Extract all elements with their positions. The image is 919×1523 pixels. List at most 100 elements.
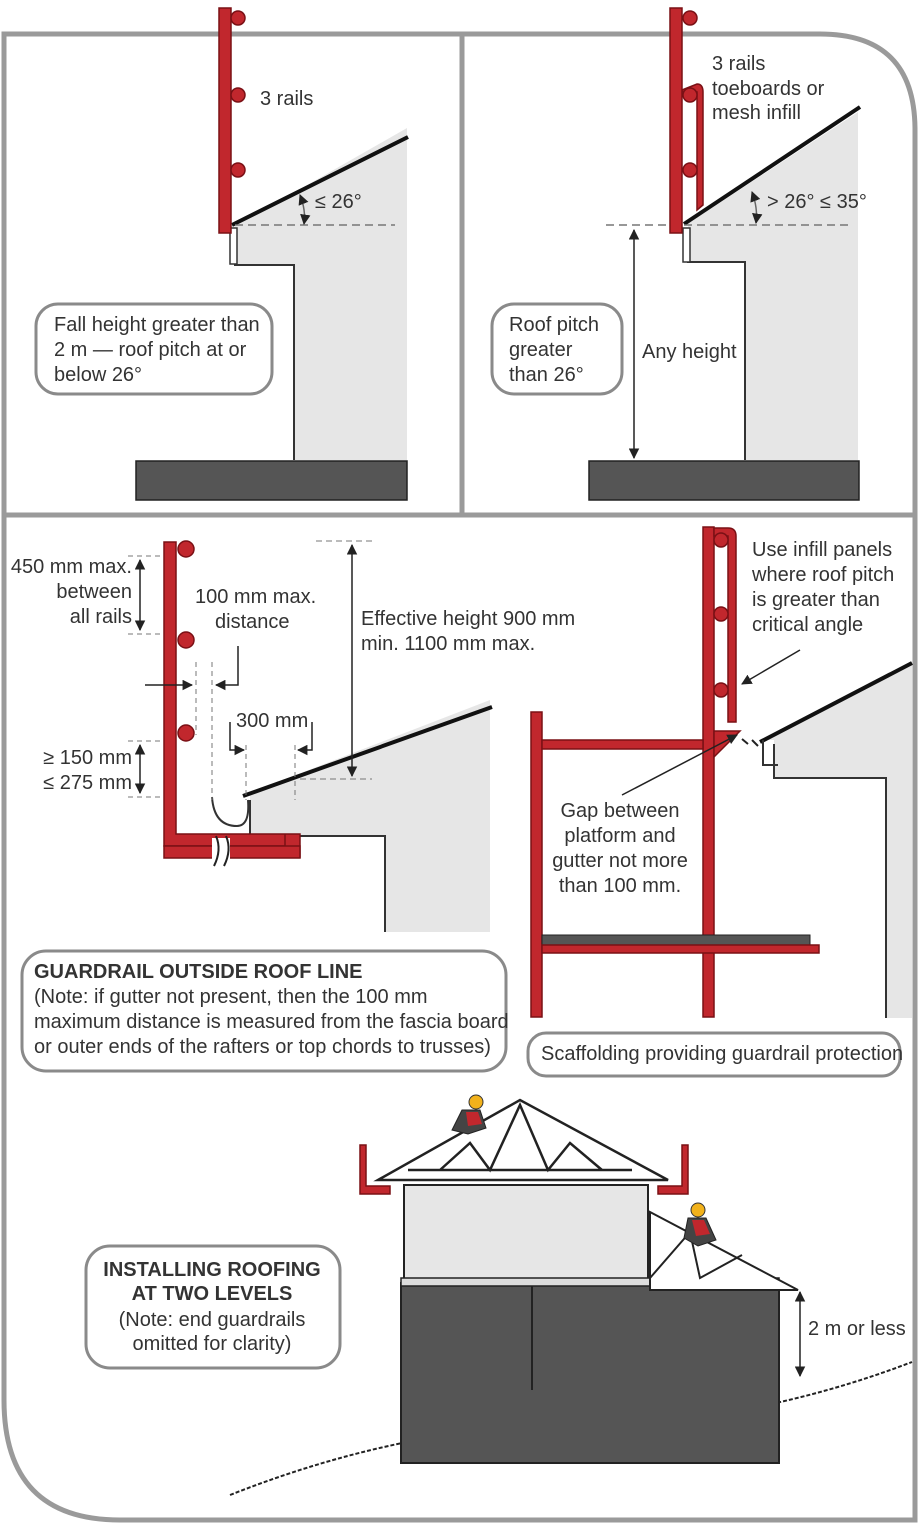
infill-line-3: is greater than bbox=[752, 589, 880, 611]
rail-spacing-line-2: between bbox=[56, 581, 132, 603]
toeboard-infill bbox=[681, 83, 704, 212]
scaffold-ledger bbox=[541, 739, 704, 750]
rail-circle bbox=[713, 532, 729, 548]
caption: Scaffolding providing guardrail protecti… bbox=[541, 1043, 903, 1065]
gutter-hook bbox=[211, 796, 250, 828]
rail-spacing-line-3: all rails bbox=[70, 606, 132, 628]
callout-line-2: greater bbox=[509, 339, 573, 361]
break-mark bbox=[213, 835, 230, 867]
callout-line-3: than 26° bbox=[509, 364, 584, 386]
gap-line-4: than 100 mm. bbox=[559, 875, 681, 897]
callout-box bbox=[34, 302, 274, 396]
caption-title-1: INSTALLING ROOFING bbox=[103, 1259, 320, 1281]
lower-wall bbox=[400, 1282, 780, 1464]
caption-title-2: AT TWO LEVELS bbox=[132, 1283, 293, 1305]
gap-line-1: Gap between bbox=[561, 800, 680, 822]
gutter bbox=[229, 227, 238, 265]
caption-note-1: (Note: end guardrails bbox=[119, 1309, 306, 1331]
upper-guardrail-left bbox=[359, 1144, 391, 1195]
scaffold-transom bbox=[541, 944, 820, 954]
wall-outline bbox=[249, 800, 386, 932]
rail-circle bbox=[177, 631, 195, 649]
callout-line-2: 2 m — roof pitch at or bbox=[54, 339, 247, 361]
rails-label-line-1: 3 rails bbox=[712, 53, 765, 75]
rail-circle bbox=[177, 540, 195, 558]
callout-line-1: Fall height greater than bbox=[54, 314, 260, 336]
distance-arrow-right bbox=[214, 646, 239, 691]
rails-label: 3 rails bbox=[260, 88, 313, 110]
height-label: Any height bbox=[642, 341, 737, 363]
roof-line bbox=[242, 705, 493, 798]
rail-circle bbox=[713, 606, 729, 622]
infill-line-1: Use infill panels bbox=[752, 539, 892, 561]
building-wall bbox=[686, 112, 858, 460]
worker-vest bbox=[466, 1112, 482, 1126]
offset-arrow-right bbox=[296, 722, 313, 756]
rail-circle bbox=[230, 87, 246, 103]
gutter bbox=[682, 227, 691, 263]
panel-two-levels: 2 m or less INSTALLING ROOFING AT TWO LE… bbox=[84, 1094, 913, 1500]
callout-line-3: below 26° bbox=[54, 364, 142, 386]
rail-circle bbox=[713, 682, 729, 698]
rail-circle bbox=[682, 87, 698, 103]
upper-wall bbox=[403, 1184, 649, 1282]
rails-label-line-3: mesh infill bbox=[712, 102, 801, 124]
ground-slab bbox=[135, 460, 408, 501]
outer-frame bbox=[1, 31, 918, 1523]
ground-slab bbox=[588, 460, 860, 501]
angle-arc bbox=[298, 194, 311, 226]
offset-label: 300 mm bbox=[236, 710, 308, 732]
infill-line-2: where roof pitch bbox=[751, 564, 894, 586]
caption-title: GUARDRAIL OUTSIDE ROOF LINE bbox=[34, 961, 363, 983]
caption-note-3: or outer ends of the rafters or top chor… bbox=[34, 1036, 491, 1058]
callout-line-1: Roof pitch bbox=[509, 314, 599, 336]
caption-note-1: (Note: if gutter not present, then the 1… bbox=[34, 986, 428, 1008]
gap-leader bbox=[621, 734, 738, 796]
rail-circle bbox=[230, 162, 246, 178]
distance-line-1: 100 mm max. bbox=[195, 586, 316, 608]
height-label: 2 m or less bbox=[808, 1318, 906, 1340]
lower-truss bbox=[649, 1229, 743, 1280]
offset-arrow-left bbox=[229, 722, 246, 756]
building-wall bbox=[762, 662, 912, 1018]
upper-guardrail-right bbox=[657, 1144, 689, 1195]
angle-label: > 26° ≤ 35° bbox=[767, 191, 867, 213]
panel-scaffolding: Use infill panels where roof pitch is gr… bbox=[526, 526, 913, 1078]
building-wall bbox=[232, 128, 407, 460]
infill-panel bbox=[713, 527, 737, 723]
caption-box bbox=[20, 949, 508, 1073]
gap-line-2: platform and bbox=[564, 825, 675, 847]
callout-box bbox=[490, 302, 624, 396]
caption-box bbox=[526, 1031, 902, 1078]
scaffold-standard-right bbox=[702, 526, 715, 1018]
scaffold-standard-left bbox=[530, 711, 543, 1018]
caption-note-2: maximum distance is measured from the fa… bbox=[34, 1011, 509, 1033]
infill-line-4: critical angle bbox=[752, 614, 863, 636]
worker-vest bbox=[692, 1220, 710, 1236]
effective-height-line-2: min. 1100 mm max. bbox=[361, 633, 535, 655]
distance-line-2: distance bbox=[215, 611, 290, 633]
roof-line bbox=[231, 135, 409, 227]
angle-arc bbox=[750, 191, 763, 225]
rail-circle bbox=[682, 10, 698, 26]
bracket-foot bbox=[163, 845, 301, 859]
guardrail-post bbox=[669, 7, 683, 234]
rails-label-line-2: toeboards or bbox=[712, 78, 825, 100]
angle-label: ≤ 26° bbox=[315, 191, 362, 213]
roof-line bbox=[759, 661, 913, 744]
worker-head bbox=[468, 1094, 484, 1110]
worker-head bbox=[690, 1202, 706, 1218]
effective-height-line-1: Effective height 900 mm bbox=[361, 608, 575, 630]
panel-low-pitch: 3 rails ≤ 26° Fall height greater than 2… bbox=[34, 7, 409, 501]
panel-guardrail-outside-roof: 450 mm max. between all rails 100 mm max… bbox=[11, 540, 575, 1073]
upper-truss bbox=[408, 1101, 632, 1173]
gap-line-3: gutter not more bbox=[552, 850, 688, 872]
caption-note-2: omitted for clarity) bbox=[133, 1333, 292, 1355]
rail-spacing-line-1: 450 mm max. bbox=[11, 556, 132, 578]
infill-leader bbox=[741, 649, 801, 685]
rail-circle bbox=[230, 10, 246, 26]
building-wall bbox=[244, 700, 490, 932]
low-rail-line-2: ≤ 275 mm bbox=[43, 772, 132, 794]
guardrail-post bbox=[218, 7, 232, 234]
